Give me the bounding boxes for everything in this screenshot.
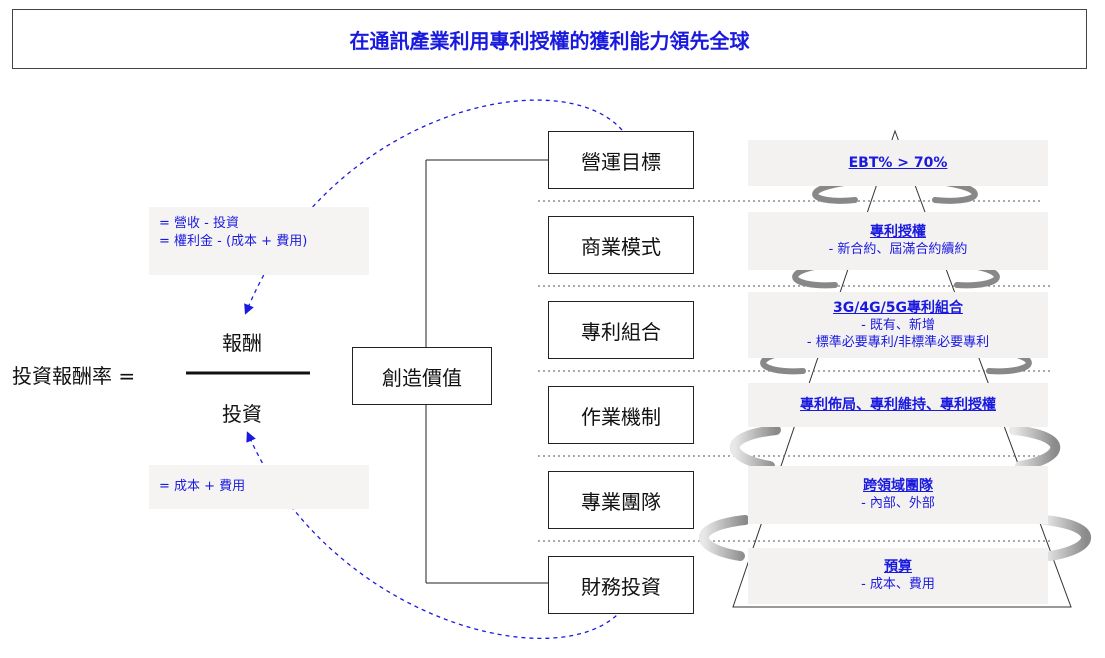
pyramid-band-business: 專利授權 - 新合約、屆滿合約續約	[748, 212, 1048, 270]
band-heading: EBT% > 70%	[848, 154, 948, 171]
band-detail: - 標準必要專利/非標準必要專利	[806, 334, 990, 350]
denominator-note-line: = 成本 + 費用	[159, 479, 246, 494]
band-detail: - 既有、新增	[861, 317, 935, 333]
band-detail: - 新合約、屆滿合約續約	[828, 242, 968, 257]
numerator-note-line: = 權利金 - (成本 + 費用)	[159, 234, 308, 249]
pyramid-band-goal: EBT% > 70%	[748, 140, 1048, 186]
layer-box-financial-investment: 財務投資	[548, 556, 694, 614]
numerator-label: 報酬	[222, 331, 262, 355]
layer-box-operation-goal: 營運目標	[548, 131, 694, 189]
pyramid-band-team: 跨領域團隊 - 內部、外部	[748, 466, 1048, 524]
band-heading: 3G/4G/5G專利組合	[833, 299, 963, 316]
numerator-note-line: = 營收 - 投資	[159, 216, 239, 231]
pyramid-band-budget: 預算 - 成本、費用	[748, 548, 1048, 604]
denominator-note: = 成本 + 費用	[149, 465, 369, 509]
denominator-label: 投資	[222, 402, 262, 426]
page-title: 在通訊產業利用專利授權的獲利能力領先全球	[12, 9, 1087, 69]
rotation-arrow-pair	[729, 425, 1061, 471]
layer-box-operation-mechanism: 作業機制	[548, 386, 694, 444]
band-heading: 跨領域團隊	[863, 478, 933, 494]
band-heading: 專利佈局、專利維持、專利授權	[800, 396, 996, 413]
dashed-arc-bottom	[246, 431, 623, 639]
band-heading: 預算	[884, 559, 912, 575]
band-detail: - 成本、費用	[861, 577, 935, 592]
roi-label: 投資報酬率 =	[12, 364, 136, 388]
layer-box-patent-portfolio: 專利組合	[548, 301, 694, 359]
create-value-box: 創造價值	[352, 347, 492, 405]
band-detail: - 內部、外部	[861, 496, 935, 511]
layer-box-business-model: 商業模式	[548, 216, 694, 274]
rotation-arrow-pair	[699, 515, 1091, 561]
pyramid-band-portfolio: 3G/4G/5G專利組合 - 既有、新增 - 標準必要專利/非標準必要專利	[748, 292, 1048, 358]
pyramid-band-mechanism: 專利佈局、專利維持、專利授權	[748, 383, 1048, 427]
layer-box-professional-team: 專業團隊	[548, 471, 694, 529]
numerator-note: = 營收 - 投資 = 權利金 - (成本 + 費用)	[149, 207, 369, 275]
band-heading: 專利授權	[870, 224, 926, 240]
